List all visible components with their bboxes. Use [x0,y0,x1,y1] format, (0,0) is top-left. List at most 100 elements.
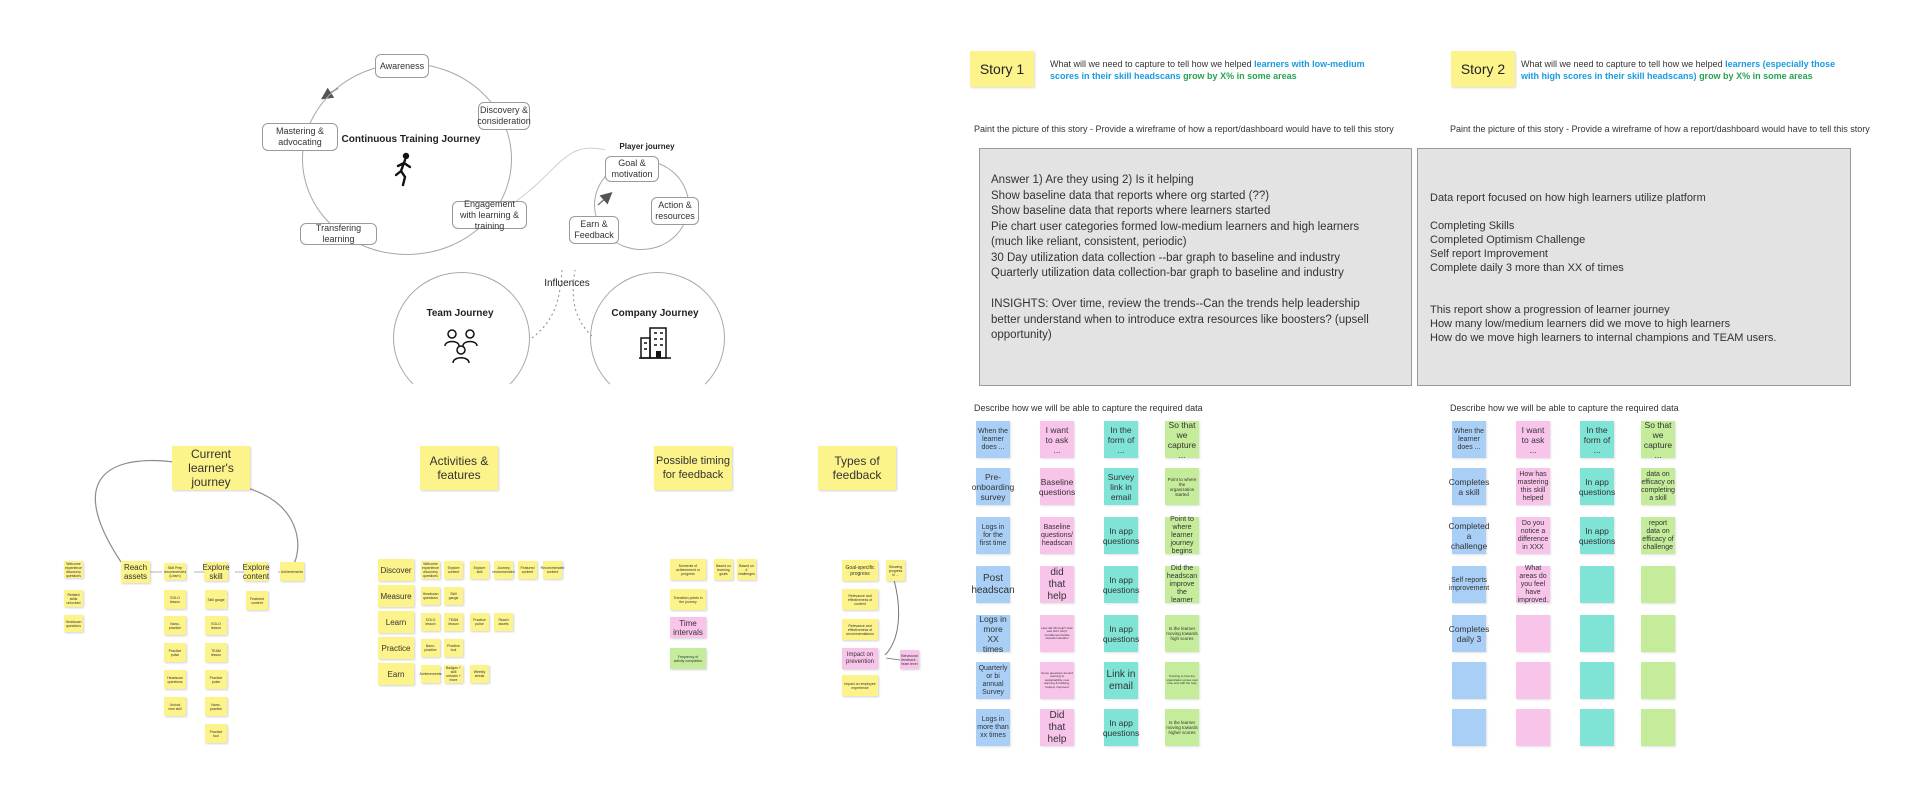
activity-note: Nano-practice [421,639,440,657]
story2-tag: Story 2 [1451,51,1515,87]
panel-line: Self report Improvement [1430,248,1548,260]
current-note: Unlock new skill [164,697,186,716]
activity-note: Welcome experience discovery questions [421,561,440,579]
story1-form-card: Link in email [1104,662,1138,699]
story2-form-card: In app questions [1579,468,1615,505]
activity-row: Measure [378,585,414,607]
story2-form-card: In app questions [1579,517,1615,554]
story2-capture-card [1641,662,1675,699]
player-journey-title: Player journey [619,142,675,151]
activity-row: Practice [378,637,414,659]
story2-capture-card [1641,566,1675,603]
story2-ask-card: What areas do you feel have improved. [1516,564,1550,604]
story1-describe-caption: Describe how we will be able to capture … [974,403,1203,413]
feedback-link [884,579,900,656]
panel-line: Quarterly utilization data collection-ba… [991,267,1344,279]
story2-when-card: Completes a skill [1449,468,1489,505]
story1-paint-caption: Paint the picture of this story - Provid… [974,124,1394,134]
activity-note: SOLO lesson [421,613,440,631]
activity-row: Earn [378,663,414,685]
feedback-note: Goal-specific progress [842,560,878,581]
story2-capture-card [1641,709,1675,746]
story1-form-card: In app questions [1103,615,1139,652]
current-note: Nano-practice [205,697,227,716]
story1-when-card: When the learner does ... [976,421,1010,458]
activity-row: Learn [378,611,414,633]
activity-note: Explore skill [470,561,489,579]
story1-when-card: Logs in more XX times [976,614,1010,654]
story2-form-card [1580,662,1614,699]
panel-line: opportunity) [991,329,1052,341]
story1-ask-card: Did that help [1040,709,1074,746]
story1-when-card: Pre-onboarding survey [972,468,1014,505]
activities-header: Activities & features [420,446,498,490]
story1-when-card: Post headscan [971,566,1015,603]
story1-capture-card: Is the learner moving towards high score… [1165,615,1199,652]
panel-line: Complete daily 3 more than XX of times [1430,262,1624,274]
company-building-icon [638,326,672,360]
story2-form-card [1580,709,1614,746]
story1-when-card: Logs in more than xx times [976,709,1010,746]
panel-line: Show baseline data that reports where le… [991,205,1271,217]
activity-note: Weekly streak [470,665,489,683]
story2-form-card [1580,566,1614,603]
timing-header: Possible timing for feedback [654,446,732,490]
story1-ask-card: How did this help? How well did it help?… [1040,615,1074,652]
company-journey-circle [590,272,725,404]
story2-capture-card [1641,615,1675,652]
panel-line: Completed Optimism Challenge [1430,234,1586,246]
stage-discovery: Discovery & consideration [477,102,531,130]
story2-form-card: In the form of ... [1580,421,1614,458]
current-note: TEAM lesson [205,643,227,662]
panel-line: Completing Skills [1430,220,1515,232]
current-featured: Featured content [246,591,268,610]
story2-ask-card [1516,709,1550,746]
story2-when-card: Completes daily 3 [1449,615,1489,652]
activity-note: Reach assets [494,613,513,631]
story1-ask-card: Baseline questions [1039,468,1075,505]
current-note: Welcome experience discovery questions [64,561,83,578]
story1-ask-card: did that help [1040,566,1074,603]
activity-note: Skill gauge [444,587,463,605]
current-explore-content: Explore content [242,562,270,581]
story2-paint-caption: Paint the picture of this story - Provid… [1450,124,1870,134]
story1-form-card: In the form of ... [1104,421,1138,458]
activity-note: TEAM lesson [444,613,463,631]
panel-line [1430,289,1850,303]
story2-form-card [1580,615,1614,652]
activity-note: Featured content [518,561,537,579]
team-journey-circle [393,272,530,404]
panel-line [991,282,1411,298]
current-note: SOLO lesson [205,616,227,635]
panel-line: Show baseline data that reports where or… [991,189,1270,202]
timing-frequency: Frequency of activity completion [670,648,706,669]
story2-ask-card [1516,615,1550,652]
activity-note: Practice pulse [470,613,489,631]
current-note: Practice tool [205,724,227,743]
loop-right [243,486,299,566]
story2-ask-card [1516,662,1550,699]
panel-line: This report show a progression of learne… [1430,304,1670,316]
story1-question: What will we need to capture to tell how… [1050,59,1365,81]
panel-line: (much like reliant, consistent, periodic… [991,236,1187,248]
stage-action: Action & resources [651,197,699,225]
current-note: Related skills unlocked [64,590,83,607]
person-running-icon [392,152,416,187]
story1-form-card: Survey link in email [1104,468,1138,505]
panel-line: How many low/medium learners did we move… [1430,318,1731,330]
current-explore-skill: Explore skill [202,562,230,581]
timing-note: Transition points in the journey [670,589,706,610]
story2-ask-card: How has mastering this skill helped [1516,468,1550,505]
story1-ask-card: I want to ask ... [1040,421,1074,458]
current-achievements: Achievements [280,562,304,581]
panel-line: Data report focused on how high learners… [1430,192,1706,204]
engagement-link [514,147,606,203]
activity-note: Badges + skill unlocks + more [444,665,463,683]
stage-earn-feedback: Earn & Feedback [569,216,619,244]
stage-goal: Goal & motivation [605,156,659,182]
story2-ask-card: Do you notice a difference in XXX [1516,517,1550,554]
influences-label: Influences [544,278,590,289]
team-people-icon [442,326,480,364]
story2-wireframe-panel: Data report focused on how high learners… [1417,148,1851,386]
panel-line: How do we move high learners to internal… [1430,332,1777,344]
